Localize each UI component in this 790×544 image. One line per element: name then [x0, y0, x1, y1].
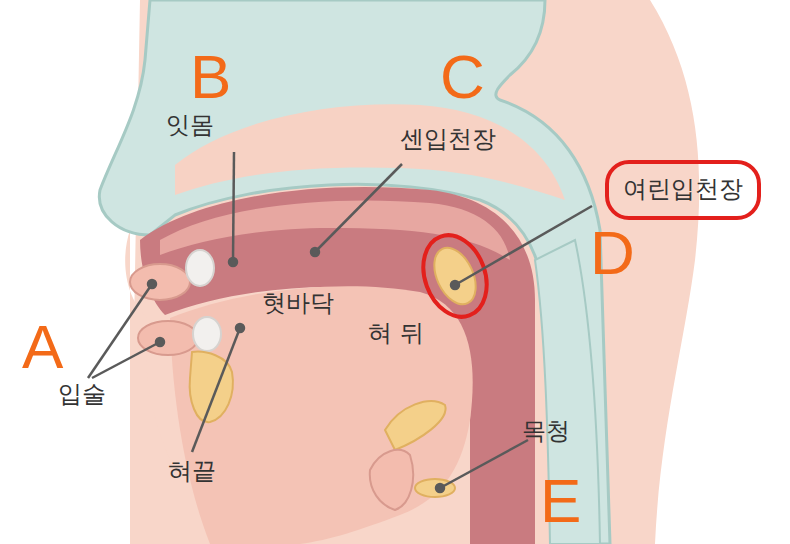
part-label: 혀끝 — [168, 458, 216, 486]
circled-label: 여린입천장 — [605, 160, 761, 220]
part-label: 여린입천장 — [623, 176, 757, 204]
callout-letter: E — [540, 470, 581, 532]
part-label: 센입천장 — [400, 126, 496, 154]
part-label: 잇몸 — [166, 112, 214, 140]
part-label: 혓바닥 — [262, 290, 334, 318]
callout-letter: A — [22, 316, 63, 378]
callout-letter: B — [190, 46, 231, 108]
part-label: 입술 — [58, 381, 106, 409]
part-label: 혀 뒤 — [368, 320, 424, 348]
callout-letter: D — [590, 222, 635, 284]
part-label: 목청 — [522, 418, 570, 446]
callout-letter: C — [440, 46, 485, 108]
